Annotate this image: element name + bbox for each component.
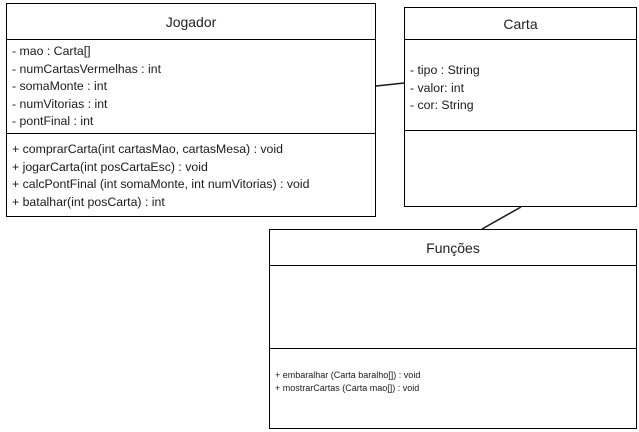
method-jogar-carta: + jogarCarta(int posCartaEsc) : void (12, 159, 208, 174)
attribute-num-cartas-vermelhas: - numCartasVermelhas : int (12, 61, 161, 76)
attribute-cor: - cor: String (410, 98, 474, 113)
association-jogador-carta (375, 82, 405, 87)
attribute-soma-monte: - somaMonte : int (12, 79, 107, 94)
attributes-jogador: - mao : Carta[] - numCartasVermelhas : i… (7, 40, 375, 134)
class-box-jogador[interactable]: Jogador - mao : Carta[] - numCartasVerme… (6, 3, 376, 217)
methods-jogador: + comprarCarta(int cartasMao, cartasMesa… (7, 134, 375, 211)
attribute-num-vitorias: - numVitorias : int (12, 96, 108, 111)
attribute-pont-final: - pontFinal : int (12, 114, 94, 129)
method-mostrar-cartas: + mostrarCartas (Carta mao[]) : void (275, 382, 420, 393)
association-carta-funcoes (481, 206, 522, 230)
method-batalhar: + batalhar(int posCarta) : int (12, 194, 165, 209)
attributes-funcoes (270, 266, 636, 349)
class-box-carta[interactable]: Carta - tipo : String - valor: int - cor… (404, 7, 637, 207)
method-comprar-carta: + comprarCarta(int cartasMao, cartasMesa… (12, 142, 283, 156)
class-name-carta: Carta (405, 8, 636, 40)
attribute-mao: - mao : Carta[] (12, 44, 91, 58)
methods-funcoes: + embaralhar (Carta baralho[]) : void + … (270, 349, 636, 394)
attribute-tipo: - tipo : String (410, 63, 480, 77)
method-embaralhar: + embaralhar (Carta baralho[]) : void (275, 370, 421, 380)
class-name-funcoes: Funções (270, 230, 636, 266)
class-name-jogador: Jogador (7, 4, 375, 40)
class-box-funcoes[interactable]: Funções + embaralhar (Carta baralho[]) :… (269, 229, 637, 429)
method-calc-pont-final: + calcPontFinal (int somaMonte, int numV… (12, 177, 310, 192)
attributes-carta: - tipo : String - valor: int - cor: Stri… (405, 40, 636, 131)
attribute-valor: - valor: int (410, 80, 464, 95)
